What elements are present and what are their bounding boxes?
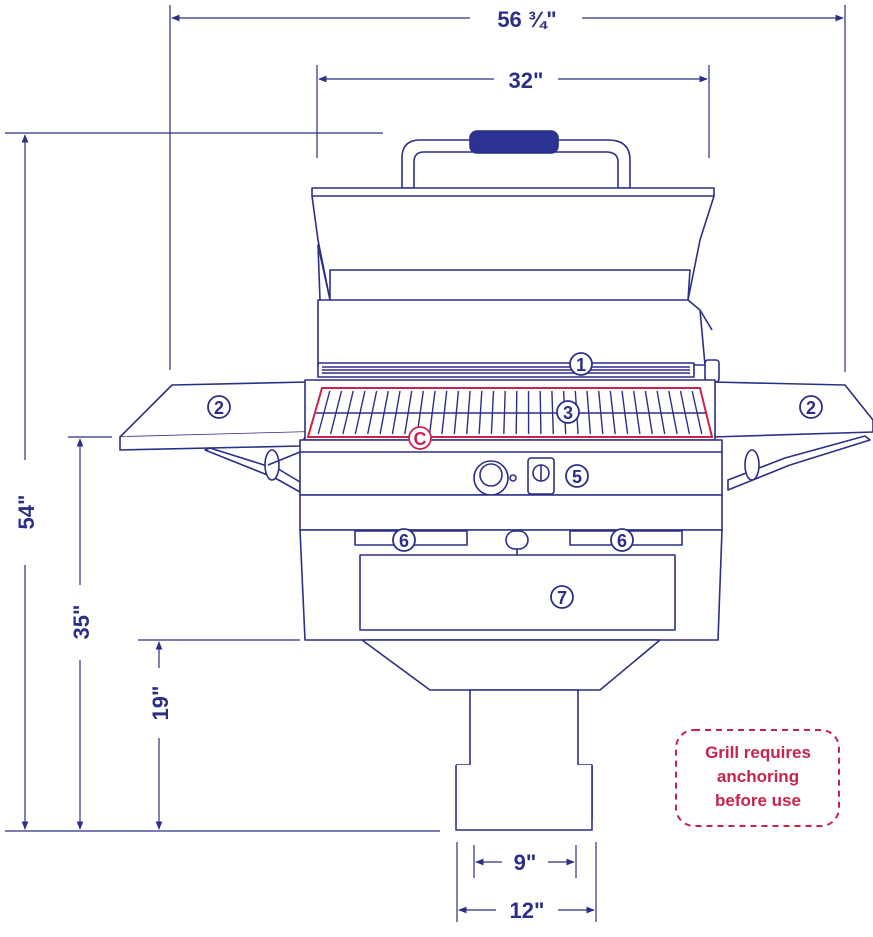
dim-cabinet-height: 19" xyxy=(148,686,173,721)
anchoring-note-line-3: before use xyxy=(715,791,801,810)
cooking-grate xyxy=(308,388,712,437)
dim-shelf-height: 35" xyxy=(69,605,94,640)
anchoring-note-line-1: Grill requires xyxy=(705,743,811,762)
grill-outline xyxy=(120,131,873,830)
callout-6-right: 6 xyxy=(617,531,627,551)
dim-base-width: 12" xyxy=(510,898,545,923)
dim-total-width: 56 ¾" xyxy=(497,7,556,32)
dim-post-width: 9" xyxy=(514,850,537,875)
callout-2-right: 2 xyxy=(806,398,816,418)
callout-7: 7 xyxy=(557,588,567,608)
callout-5: 5 xyxy=(572,467,582,487)
callout-1: 1 xyxy=(576,355,586,375)
callout-c: C xyxy=(414,429,427,449)
dim-grill-width: 32" xyxy=(509,68,544,93)
callout-3: 3 xyxy=(563,403,573,423)
dim-total-height: 54" xyxy=(14,495,39,530)
callout-6-left: 6 xyxy=(399,531,409,551)
anchoring-note-line-2: anchoring xyxy=(717,767,799,786)
callout-2-left: 2 xyxy=(214,398,224,418)
lid-handle-grip xyxy=(470,131,558,153)
